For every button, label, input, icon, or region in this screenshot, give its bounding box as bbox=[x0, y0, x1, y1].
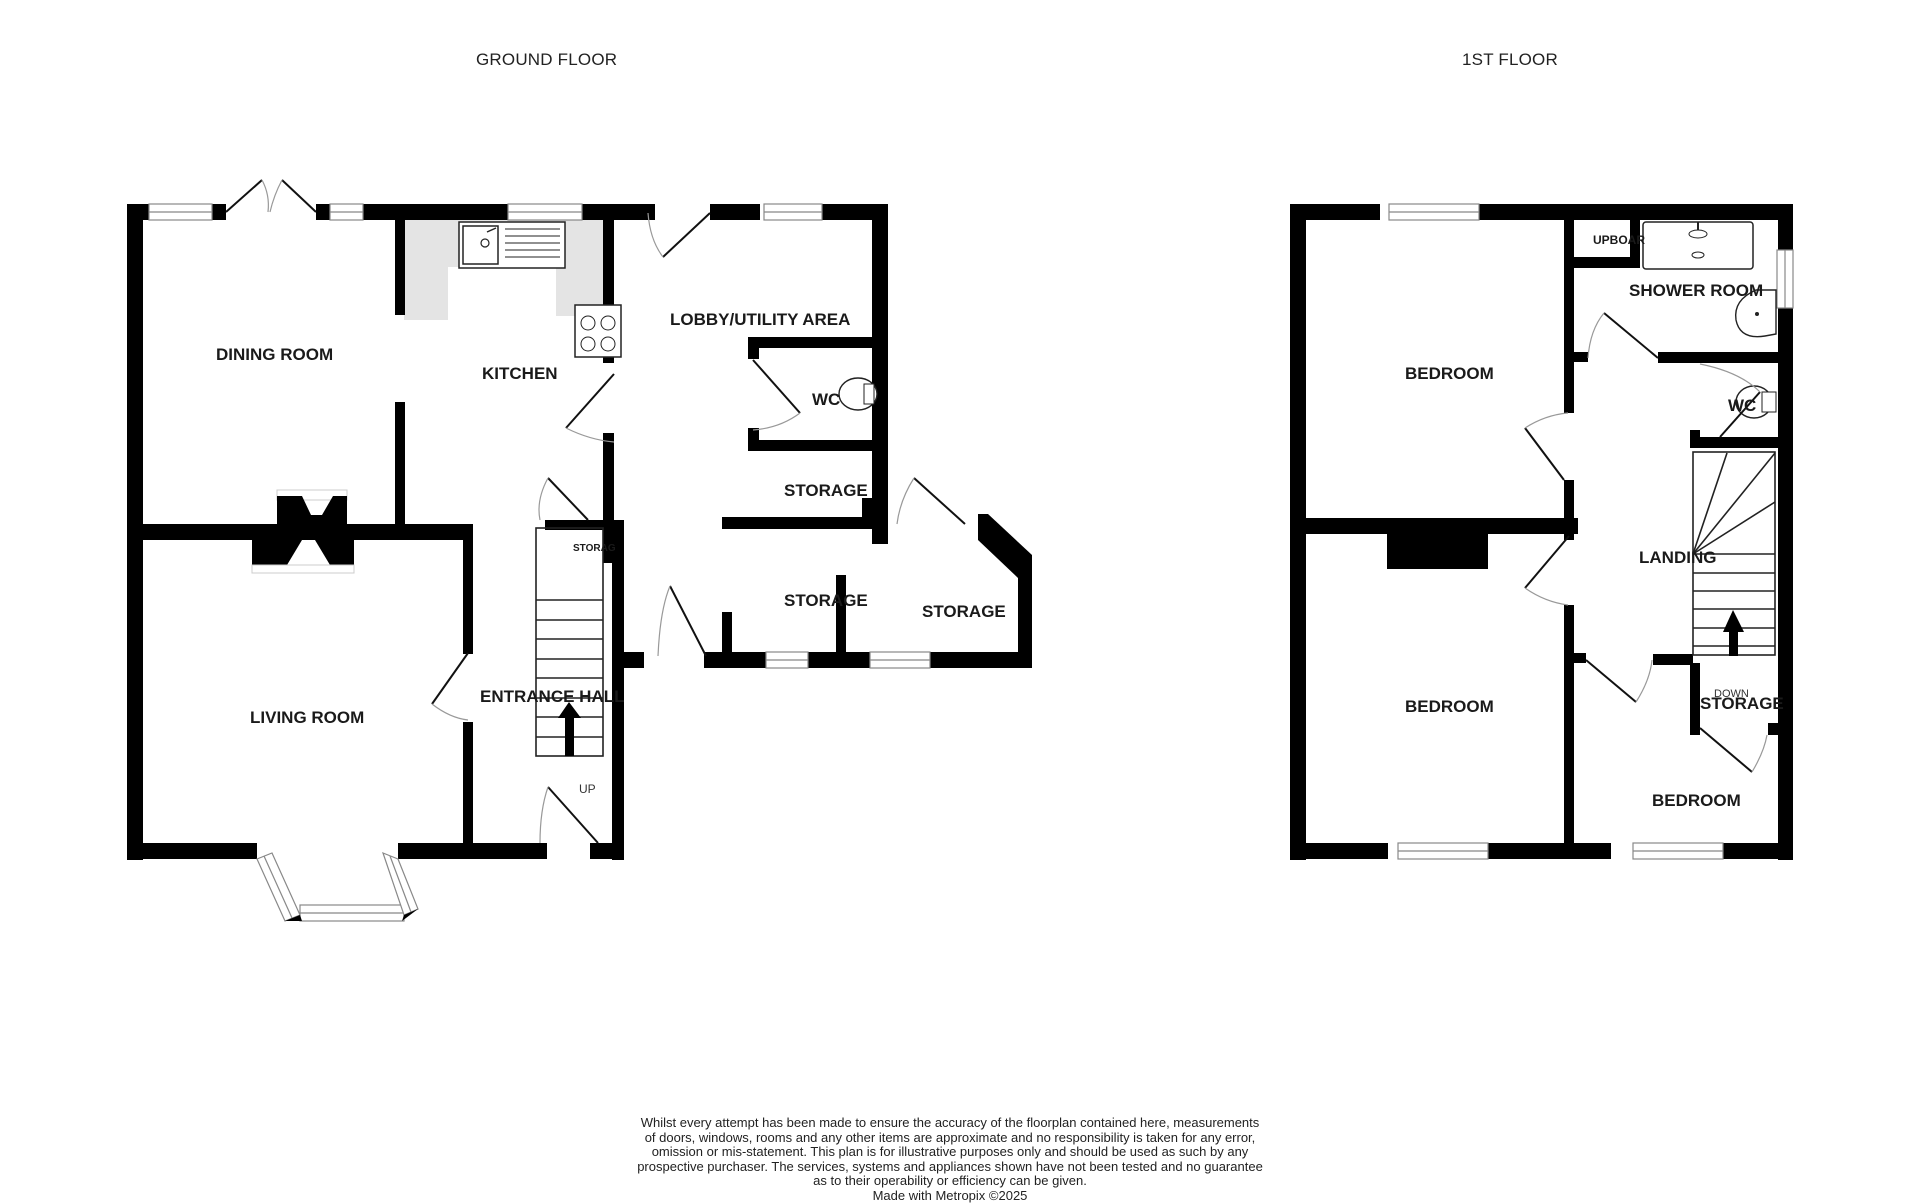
disclaimer-line: Whilst every attempt has been made to en… bbox=[640, 1115, 1260, 1130]
first-walls bbox=[1290, 204, 1793, 860]
room-label-wc-first: WC bbox=[1728, 396, 1756, 415]
room-label-dining-room: DINING ROOM bbox=[216, 345, 333, 364]
room-label-lobby-utility: LOBBY/UTILITY AREA bbox=[670, 310, 850, 329]
room-label-living-room: LIVING ROOM bbox=[250, 708, 364, 727]
ground-doors bbox=[225, 179, 966, 844]
room-label-landing: LANDING bbox=[1639, 548, 1716, 567]
ground-floor-plan: DINING ROOM KITCHEN LOBBY/UTILITY AREA W… bbox=[127, 179, 1032, 922]
ground-staircase bbox=[535, 527, 604, 757]
shower-tray-icon bbox=[1642, 221, 1754, 270]
disclaimer-line: as to their operability or efficiency ca… bbox=[813, 1173, 1087, 1189]
first-windows bbox=[1388, 203, 1794, 860]
disclaimer-line: prospective purchaser. The services, sys… bbox=[637, 1158, 1263, 1174]
room-label-cupboard: UPBOAR bbox=[1593, 233, 1645, 247]
stair-direction-down: DOWN bbox=[1714, 688, 1749, 700]
room-label-bedroom-3: BEDROOM bbox=[1652, 791, 1741, 810]
room-label-storage-first: STORAGE bbox=[1700, 694, 1784, 713]
ground-floor-title: GROUND FLOOR bbox=[476, 50, 618, 69]
ground-windows bbox=[148, 203, 931, 922]
room-label-bedroom-1: BEDROOM bbox=[1405, 364, 1494, 383]
credit-text: Made with Metropix ©2025 bbox=[872, 1187, 1028, 1203]
first-floor-plan: BEDROOM BEDROOM BEDROOM UPBOAR SHOWER RO… bbox=[1290, 203, 1794, 860]
room-label-bedroom-2: BEDROOM bbox=[1405, 697, 1494, 716]
room-label-entrance-hall: ENTRANCE HALL bbox=[480, 687, 625, 706]
room-label-storage-2: STORAGE bbox=[784, 591, 868, 610]
hob-icon bbox=[574, 304, 622, 358]
disclaimer-line: of doors, windows, rooms and any other i… bbox=[644, 1129, 1256, 1145]
wash-basin-icon bbox=[1734, 289, 1777, 338]
room-label-shower-room: SHOWER ROOM bbox=[1629, 281, 1763, 300]
room-label-storage-3: STORAGE bbox=[922, 602, 1006, 621]
first-staircase bbox=[1692, 451, 1776, 656]
stair-direction-up: UP bbox=[579, 782, 596, 796]
disclaimer-line: omission or mis-statement. This plan is … bbox=[651, 1144, 1249, 1160]
room-label-kitchen: KITCHEN bbox=[482, 364, 558, 383]
disclaimer: Whilst every attempt has been made to en… bbox=[560, 1115, 1340, 1204]
room-label-storage-1: STORAGE bbox=[784, 481, 868, 500]
ground-walls bbox=[127, 204, 1032, 860]
first-floor-title: 1ST FLOOR bbox=[1462, 50, 1558, 69]
room-label-wc: WC bbox=[812, 390, 840, 409]
kitchen-sink-icon bbox=[458, 221, 566, 269]
room-label-understairs-storage: STORAG bbox=[573, 543, 616, 554]
chimney-breast bbox=[251, 489, 355, 574]
toilet-icon bbox=[838, 377, 878, 411]
first-doors bbox=[1524, 312, 1768, 773]
